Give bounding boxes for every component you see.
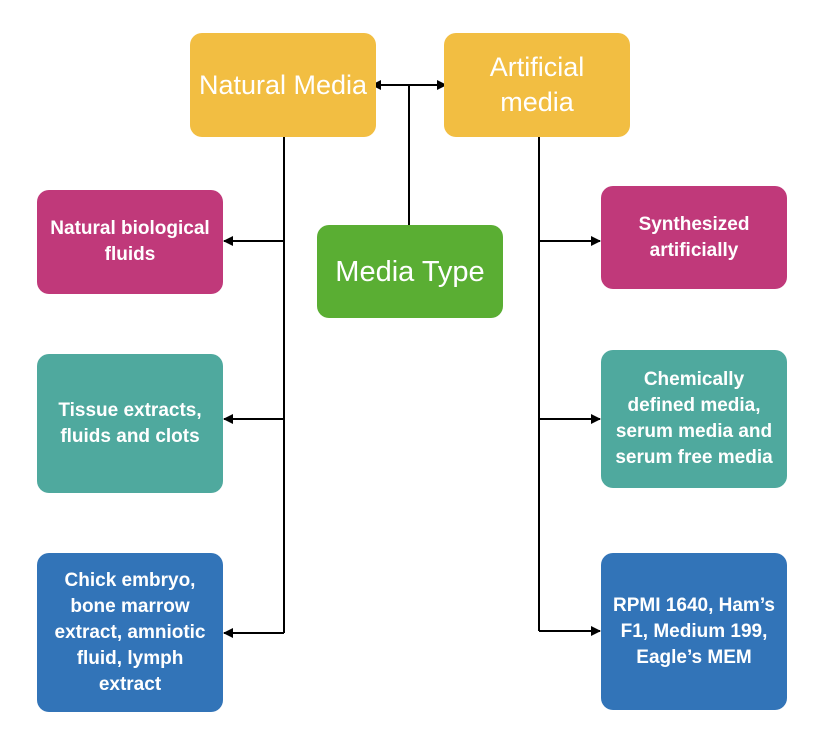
artificial-item-3: RPMI 1640, Ham’s F1, Medium 199, Eagle’s… [601, 553, 787, 710]
natural-item-3: Chick embryo, bone marrow extract, amnio… [37, 553, 223, 712]
natural-item-1-label: Natural biological fluids [50, 218, 210, 265]
artificial-item-1: Synthesized artificially [601, 186, 787, 289]
natural-media-node: Natural Media [190, 33, 376, 137]
natural-media-label: Natural Media [198, 69, 368, 100]
natural-item-2-label: Tissue extracts, fluids and clots [58, 399, 202, 447]
media-type-label: Media Type [335, 255, 485, 288]
artificial-media-node: Artificial media [444, 33, 630, 137]
artificial-item-1-label: Synthesized artificially [638, 213, 750, 261]
media-type-node: Media Type [317, 225, 503, 318]
natural-item-3-label: Chick embryo, bone marrow extract, amnio… [54, 569, 206, 695]
artificial-item-2: Chemically defined media, serum media an… [601, 350, 787, 488]
artificial-item-2-label: Chemically defined media, serum media an… [615, 369, 773, 468]
natural-item-1: Natural biological fluids [37, 190, 223, 294]
artificial-media-label: Artificial media [489, 52, 585, 117]
artificial-item-3-label: RPMI 1640, Ham’s F1, Medium 199, Eagle’s… [613, 594, 775, 668]
natural-item-2: Tissue extracts, fluids and clots [37, 354, 223, 493]
